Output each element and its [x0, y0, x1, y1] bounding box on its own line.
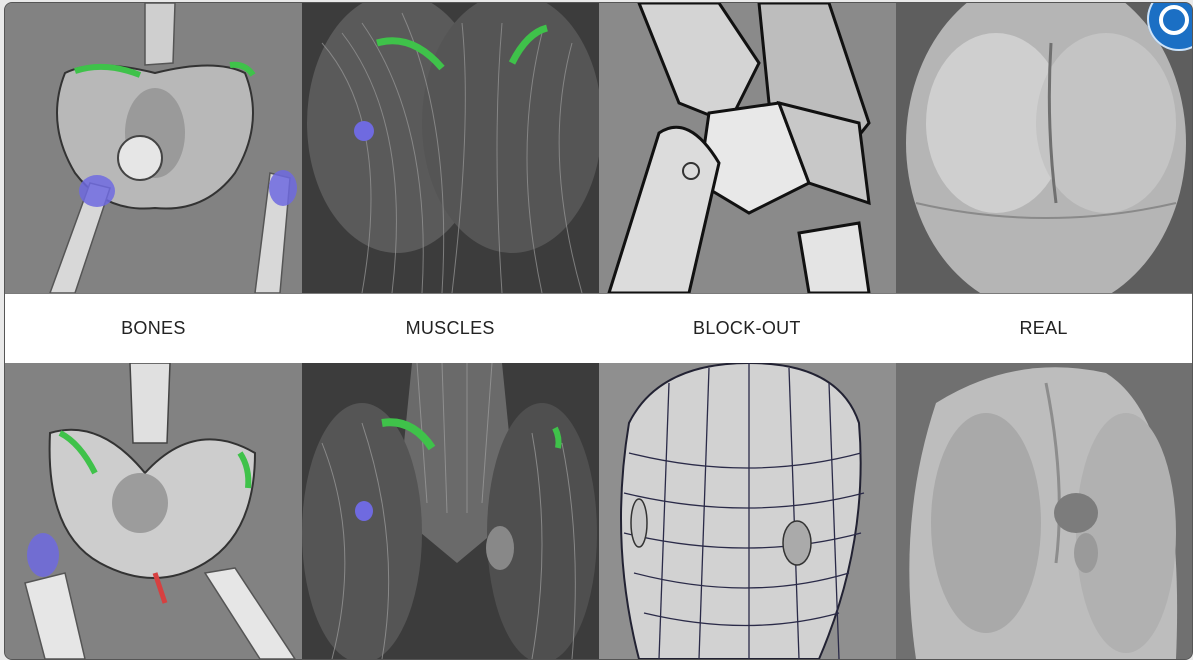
muscles-front-image: [302, 363, 599, 659]
blockout-front-image: [599, 363, 896, 659]
image-grid: BONES MUSCLES BLOCK-OUT REAL: [5, 3, 1192, 659]
real-back-image: [896, 3, 1193, 293]
blockout-back-image: [599, 3, 896, 293]
label-band: BONES MUSCLES BLOCK-OUT REAL: [5, 294, 1192, 363]
label-blockout: BLOCK-OUT: [599, 294, 896, 363]
bones-front-image: [5, 363, 302, 659]
label-bones: BONES: [5, 294, 302, 363]
anatomy-comparison-figure: BONES MUSCLES BLOCK-OUT REAL: [4, 2, 1193, 660]
real-front-image: [896, 363, 1193, 659]
muscles-back-image: [302, 3, 599, 293]
bones-back-image: [5, 3, 302, 293]
label-muscles: MUSCLES: [302, 294, 599, 363]
label-real: REAL: [895, 294, 1192, 363]
